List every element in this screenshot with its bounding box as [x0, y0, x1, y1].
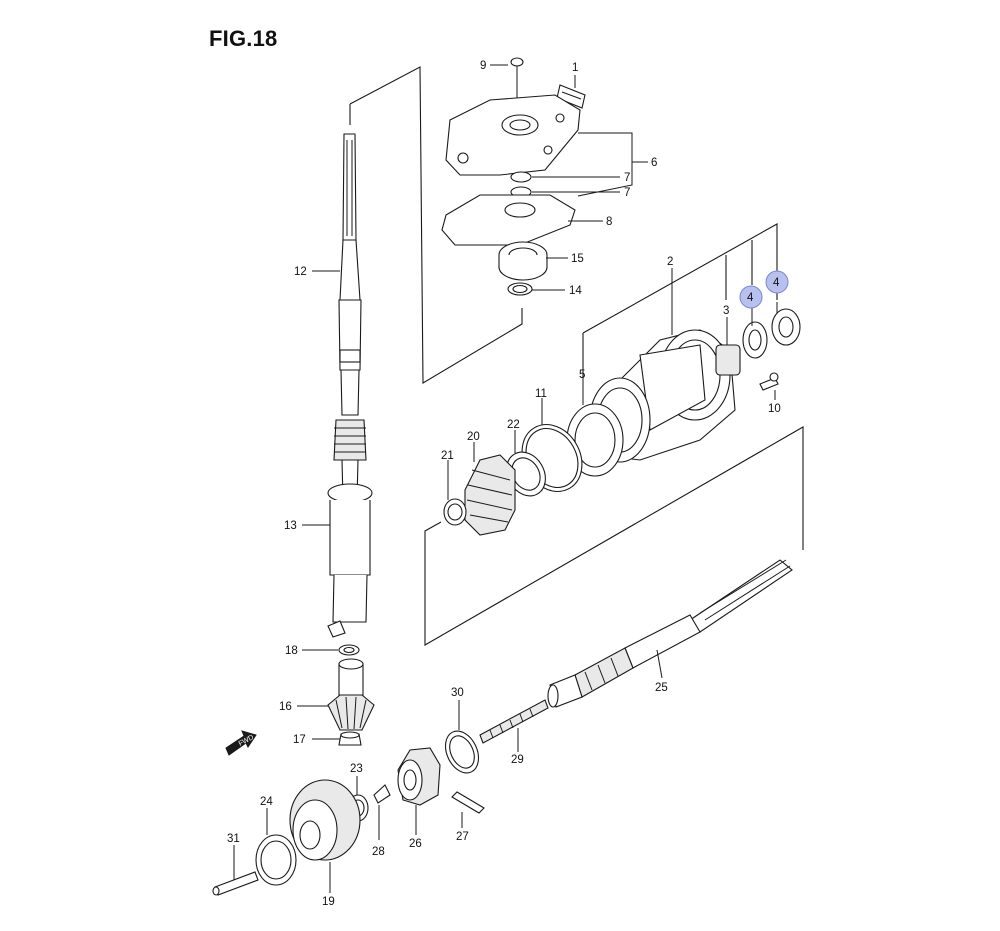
callout-2[interactable]: 2 [667, 256, 673, 268]
highlight-circle-4a[interactable] [739, 285, 763, 309]
fwd-arrow-icon [225, 730, 257, 756]
callout-labels: 1 2 3 4 4 5 6 7 7 8 9 10 11 12 13 14 15 … [227, 60, 781, 908]
callout-4b[interactable]: 4 [773, 277, 780, 289]
callout-14[interactable]: 14 [569, 285, 582, 297]
fwd-label: FWD [238, 734, 255, 748]
callout-7b[interactable]: 7 [624, 187, 630, 199]
callout-19[interactable]: 19 [322, 896, 335, 908]
callout-15[interactable]: 15 [571, 253, 584, 265]
callout-23[interactable]: 23 [350, 763, 363, 775]
callout-30[interactable]: 30 [451, 687, 464, 699]
pump-assembly [441, 57, 586, 296]
callout-3[interactable]: 3 [723, 305, 729, 317]
callout-12[interactable]: 12 [294, 266, 307, 278]
callout-26[interactable]: 26 [409, 838, 422, 850]
highlight-markers [739, 270, 789, 309]
forward-gear-assembly [443, 424, 583, 536]
callout-1[interactable]: 1 [572, 62, 578, 74]
gear-case-assembly [566, 308, 801, 477]
figure-title: FIG.18 [209, 26, 278, 51]
callout-16[interactable]: 16 [279, 701, 292, 713]
callout-29[interactable]: 29 [511, 754, 524, 766]
callout-10[interactable]: 10 [768, 403, 781, 415]
callout-17[interactable]: 17 [293, 734, 306, 746]
callout-4a[interactable]: 4 [747, 292, 754, 304]
callout-11[interactable]: 11 [535, 388, 547, 400]
fwd-direction-marker: FWD [225, 730, 257, 756]
callout-24[interactable]: 24 [260, 796, 273, 808]
clutch-assembly [212, 699, 549, 896]
callout-5[interactable]: 5 [579, 369, 585, 381]
callout-13[interactable]: 13 [284, 520, 297, 532]
callout-9[interactable]: 9 [480, 60, 486, 72]
highlight-circle-4b[interactable] [765, 270, 789, 294]
callout-8[interactable]: 8 [606, 216, 612, 228]
callout-20[interactable]: 20 [467, 431, 480, 443]
shaft-tube [327, 483, 373, 638]
propeller-shaft [547, 559, 793, 708]
callout-25[interactable]: 25 [655, 682, 668, 694]
callout-7a[interactable]: 7 [624, 172, 630, 184]
callout-21[interactable]: 21 [441, 450, 454, 462]
callout-27[interactable]: 27 [456, 831, 469, 843]
callout-22[interactable]: 22 [507, 419, 520, 431]
pinion-assembly [327, 644, 375, 746]
drive-shaft [333, 133, 367, 501]
callout-28[interactable]: 28 [372, 846, 385, 858]
callout-31[interactable]: 31 [227, 833, 240, 845]
leader-lines [233, 64, 778, 893]
callout-18[interactable]: 18 [285, 645, 298, 657]
callout-6[interactable]: 6 [651, 157, 657, 169]
